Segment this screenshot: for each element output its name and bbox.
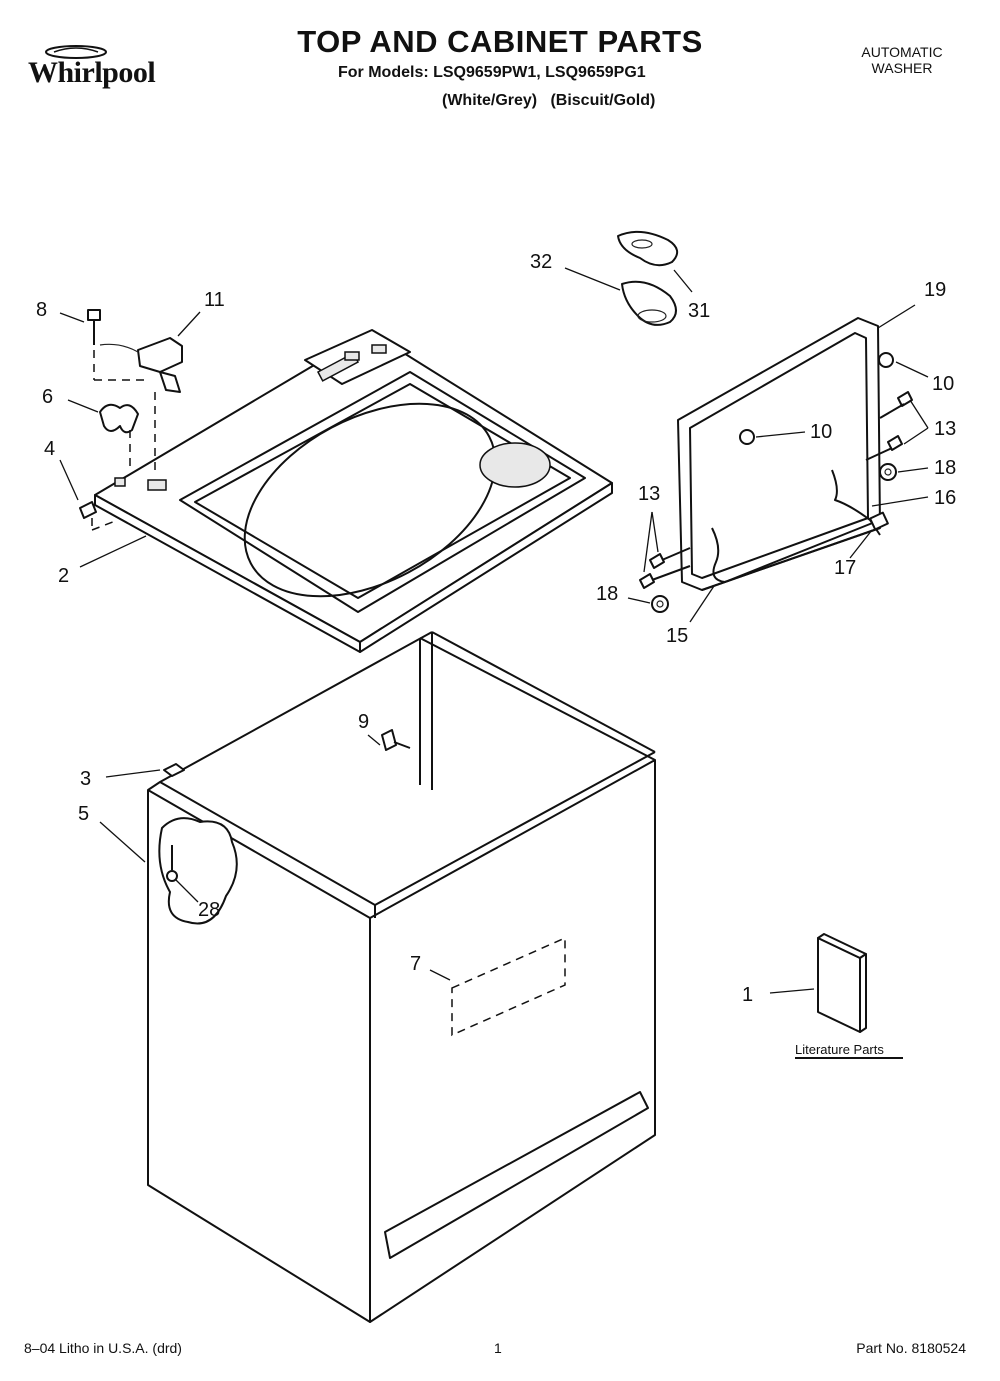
color-variants: (White/Grey) (Biscuit/Gold): [442, 92, 656, 109]
lid-part: [677, 317, 894, 591]
callout-19: 19: [924, 279, 946, 301]
callout-13-right: 13: [934, 418, 956, 440]
nut-part-18-right: [879, 463, 897, 481]
callout-28: 28: [198, 899, 220, 921]
whirlpool-logo: [45, 45, 107, 59]
callout-18-left: 18: [596, 583, 618, 605]
appliance-type-line1: AUTOMATIC: [861, 44, 943, 60]
callout-31: 31: [688, 300, 710, 322]
appliance-type-line2: WASHER: [871, 60, 933, 76]
cabinet-part: [147, 631, 656, 1323]
callout-10-right: 10: [932, 373, 954, 395]
callout-18-right: 18: [934, 457, 956, 479]
leader-lines: [59, 267, 929, 994]
nut-part-18-left: [651, 595, 669, 613]
callout-7: 7: [410, 953, 421, 975]
brand-wordmark: Whirlpool: [28, 56, 156, 89]
callout-4: 4: [44, 438, 55, 460]
lid-switch-part-11: [93, 337, 183, 470]
callout-5: 5: [78, 803, 89, 825]
litho-note: 8–04 Litho in U.S.A. (drd): [24, 1340, 182, 1356]
callout-8: 8: [36, 299, 47, 321]
clip-part-6: [99, 403, 139, 470]
callout-9: 9: [358, 711, 369, 733]
callout-32: 32: [530, 251, 552, 273]
top-panel-part: [94, 329, 613, 653]
callout-16: 16: [934, 487, 956, 509]
callout-17: 17: [834, 557, 856, 579]
callout-1: 1: [742, 984, 753, 1006]
appliance-type: AUTOMATIC WASHER: [842, 44, 962, 76]
callout-10-left: 10: [810, 421, 832, 443]
callout-6: 6: [42, 386, 53, 408]
literature-parts-booklet: [795, 933, 903, 1059]
knob-part-32: [621, 280, 677, 326]
screw-part-9: [381, 729, 411, 751]
clip-part-3: [163, 763, 185, 777]
part-number: Part No. 8180524: [856, 1340, 966, 1356]
knob-cap-part-31: [617, 230, 679, 267]
screw-part-8: [87, 309, 101, 345]
literature-parts-label: Literature Parts: [795, 1042, 884, 1057]
clip-part-4: [79, 501, 119, 531]
callout-11: 11: [204, 289, 225, 311]
page-number: 1: [494, 1340, 502, 1356]
page-title: TOP AND CABINET PARTS: [297, 24, 703, 59]
screw-part-13-upper: [865, 391, 913, 461]
bushing-part-17: [869, 511, 889, 531]
callout-numbers: 8 11 6 4 2 3 5 9 28 7 1 32 31 19 10 10 1…: [36, 251, 956, 1057]
callout-13-left: 13: [638, 483, 660, 505]
callout-15: 15: [666, 625, 688, 647]
screw-part-13-lower: [639, 547, 691, 589]
model-line: For Models: LSQ9659PW1, LSQ9659PG1: [338, 64, 646, 81]
callout-3: 3: [80, 768, 91, 790]
callout-2: 2: [58, 565, 69, 587]
